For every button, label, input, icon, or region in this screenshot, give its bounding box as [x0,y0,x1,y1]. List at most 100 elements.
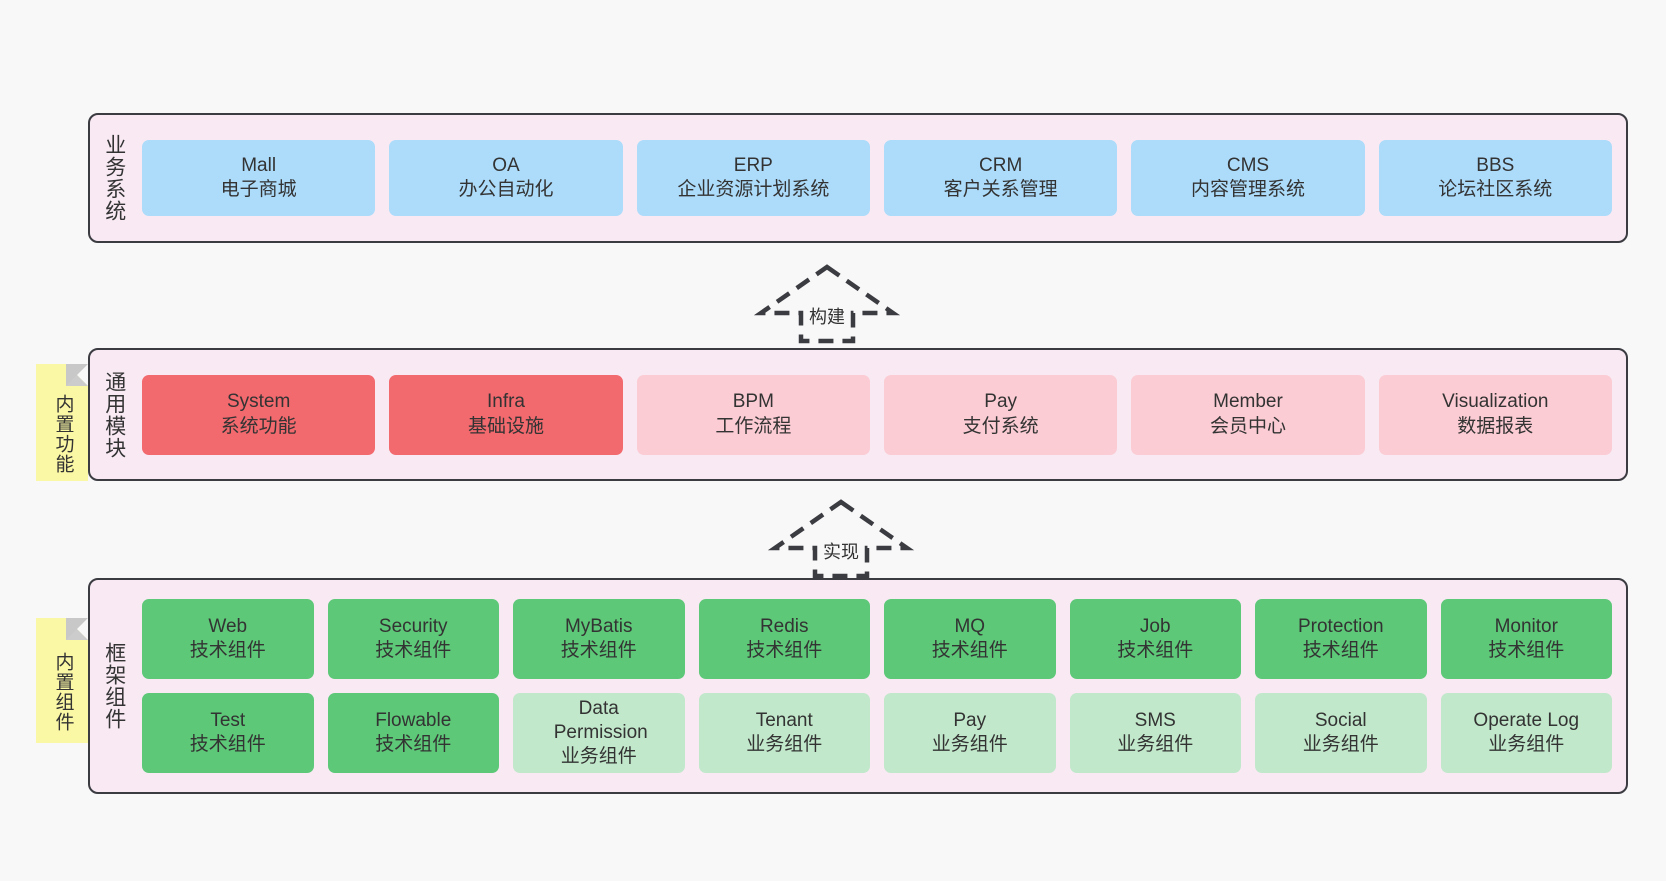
arrow-implement: 实现 [767,498,915,579]
card-bpm-name: BPM [732,391,774,413]
card-pay-component[interactable]: Pay 业务组件 [884,693,1056,773]
card-member-name: Member [1213,391,1283,413]
note-builtin-component-label: 内置组件 [52,651,74,732]
card-crm-desc: 客户关系管理 [943,179,1058,200]
card-sms-desc: 业务组件 [1117,734,1194,755]
card-infra-desc: 基础设施 [467,415,544,437]
card-mq-desc: 技术组件 [931,640,1008,661]
section-body-common-modules: System 系统功能 Infra 基础设施 BPM 工作流程 Pay 支付系统… [138,350,1626,479]
card-test-desc: 技术组件 [189,734,266,755]
card-job-desc: 技术组件 [1117,640,1194,661]
module-card-row: System 系统功能 Infra 基础设施 BPM 工作流程 Pay 支付系统… [142,374,1612,455]
framework-tech-row: Web 技术组件 Security 技术组件 MyBatis 技术组件 Redi… [142,599,1612,679]
arrow-build: 构建 [753,263,901,344]
card-oa-name: OA [492,154,520,176]
card-data-permission[interactable]: Data Permission 业务组件 [513,693,685,773]
card-social[interactable]: Social 业务组件 [1255,693,1427,773]
card-cms[interactable]: CMS 内容管理系统 [1131,140,1365,216]
card-visualization[interactable]: Visualization 数据报表 [1378,374,1612,455]
arrow-build-label: 构建 [809,307,845,327]
note-fold-background [66,364,88,386]
card-data-permission-name: Data Permission [553,697,648,743]
card-flowable-name: Flowable [375,709,452,731]
card-flowable-desc: 技术组件 [375,734,452,755]
note-builtin-component: 内置组件 [36,618,88,743]
card-infra-name: Infra [486,391,525,413]
card-pay-module[interactable]: Pay 支付系统 [883,374,1118,455]
card-social-desc: 业务组件 [1302,734,1379,755]
card-monitor[interactable]: Monitor 技术组件 [1440,599,1612,679]
card-test[interactable]: Test 技术组件 [142,693,314,773]
card-tenant[interactable]: Tenant 业务组件 [698,693,870,773]
card-protection[interactable]: Protection 技术组件 [1255,599,1427,679]
card-monitor-desc: 技术组件 [1488,640,1565,661]
card-mq-name: MQ [954,615,986,637]
card-bbs-desc: 论坛社区系统 [1438,179,1553,200]
arrow-implement-label: 实现 [823,542,859,562]
card-web-name: Web [208,615,248,637]
card-protection-desc: 技术组件 [1302,640,1379,661]
card-crm-name: CRM [979,154,1023,176]
card-bbs-name: BBS [1476,154,1515,176]
card-pay-module-name: Pay [984,391,1018,413]
card-oa[interactable]: OA 办公自动化 [389,140,623,216]
note-builtin-function-label: 内置功能 [52,393,74,474]
arrow-implement-shape [767,499,915,579]
card-system-desc: 系统功能 [220,415,297,437]
framework-business-row: Test 技术组件 Flowable 技术组件 Data Permission … [142,693,1612,773]
card-bpm[interactable]: BPM 工作流程 [636,374,870,455]
card-job-name: Job [1139,615,1171,637]
section-common-modules: 通用模块 System 系统功能 Infra 基础设施 BPM 工作流程 Pay… [88,348,1628,481]
card-operate-log-desc: 业务组件 [1488,734,1565,755]
card-infra[interactable]: Infra 基础设施 [389,374,623,455]
card-visualization-name: Visualization [1442,391,1549,413]
card-redis[interactable]: Redis 技术组件 [698,599,870,679]
card-data-permission-desc: 业务组件 [560,746,637,768]
note-builtin-function: 内置功能 [36,364,88,481]
card-flowable[interactable]: Flowable 技术组件 [327,693,499,773]
card-social-name: Social [1314,709,1367,731]
card-mall-desc: 电子商城 [220,179,297,200]
card-cms-desc: 内容管理系统 [1190,179,1305,200]
business-card-row: Mall 电子商城 OA 办公自动化 ERP 企业资源计划系统 CRM 客户关系… [142,140,1612,216]
card-redis-name: Redis [759,615,809,637]
card-mybatis[interactable]: MyBatis 技术组件 [513,599,685,679]
card-web-desc: 技术组件 [189,640,266,661]
note-fold-corner-icon [66,364,88,386]
card-bbs[interactable]: BBS 论坛社区系统 [1378,140,1612,216]
card-sms-name: SMS [1134,709,1176,731]
card-erp-name: ERP [733,154,773,176]
card-visualization-desc: 数据报表 [1457,415,1534,437]
card-security[interactable]: Security 技术组件 [327,599,499,679]
card-operate-log-name: Operate Log [1473,709,1580,731]
card-operate-log[interactable]: Operate Log 业务组件 [1440,693,1612,773]
card-sms[interactable]: SMS 业务组件 [1069,693,1241,773]
card-pay-component-name: Pay [953,709,987,731]
card-member[interactable]: Member 会员中心 [1131,374,1365,455]
card-web[interactable]: Web 技术组件 [142,599,314,679]
card-system-name: System [226,391,291,413]
card-monitor-name: Monitor [1494,615,1558,637]
section-framework-components: 框架组件 Web 技术组件 Security 技术组件 MyBatis 技术组件… [88,578,1628,794]
card-tenant-name: Tenant [755,709,813,731]
card-mq[interactable]: MQ 技术组件 [884,599,1056,679]
arrow-build-shape [753,264,901,344]
card-cms-name: CMS [1226,154,1270,176]
card-mall-name: Mall [241,154,277,176]
card-erp[interactable]: ERP 企业资源计划系统 [636,140,870,216]
card-member-desc: 会员中心 [1209,415,1286,437]
section-body-business-system: Mall 电子商城 OA 办公自动化 ERP 企业资源计划系统 CRM 客户关系… [138,115,1626,241]
section-title-common-modules: 通用模块 [102,370,126,459]
card-job[interactable]: Job 技术组件 [1069,599,1241,679]
card-system[interactable]: System 系统功能 [142,374,376,455]
card-bpm-desc: 工作流程 [715,415,792,437]
card-crm[interactable]: CRM 客户关系管理 [883,140,1118,216]
card-test-name: Test [210,709,246,731]
card-oa-desc: 办公自动化 [458,179,554,200]
card-mall[interactable]: Mall 电子商城 [142,140,376,216]
card-redis-desc: 技术组件 [746,640,823,661]
note-fold-background-2 [66,618,88,640]
card-pay-module-desc: 支付系统 [962,415,1039,437]
card-security-name: Security [378,615,448,637]
section-body-framework-components: Web 技术组件 Security 技术组件 MyBatis 技术组件 Redi… [138,580,1626,792]
